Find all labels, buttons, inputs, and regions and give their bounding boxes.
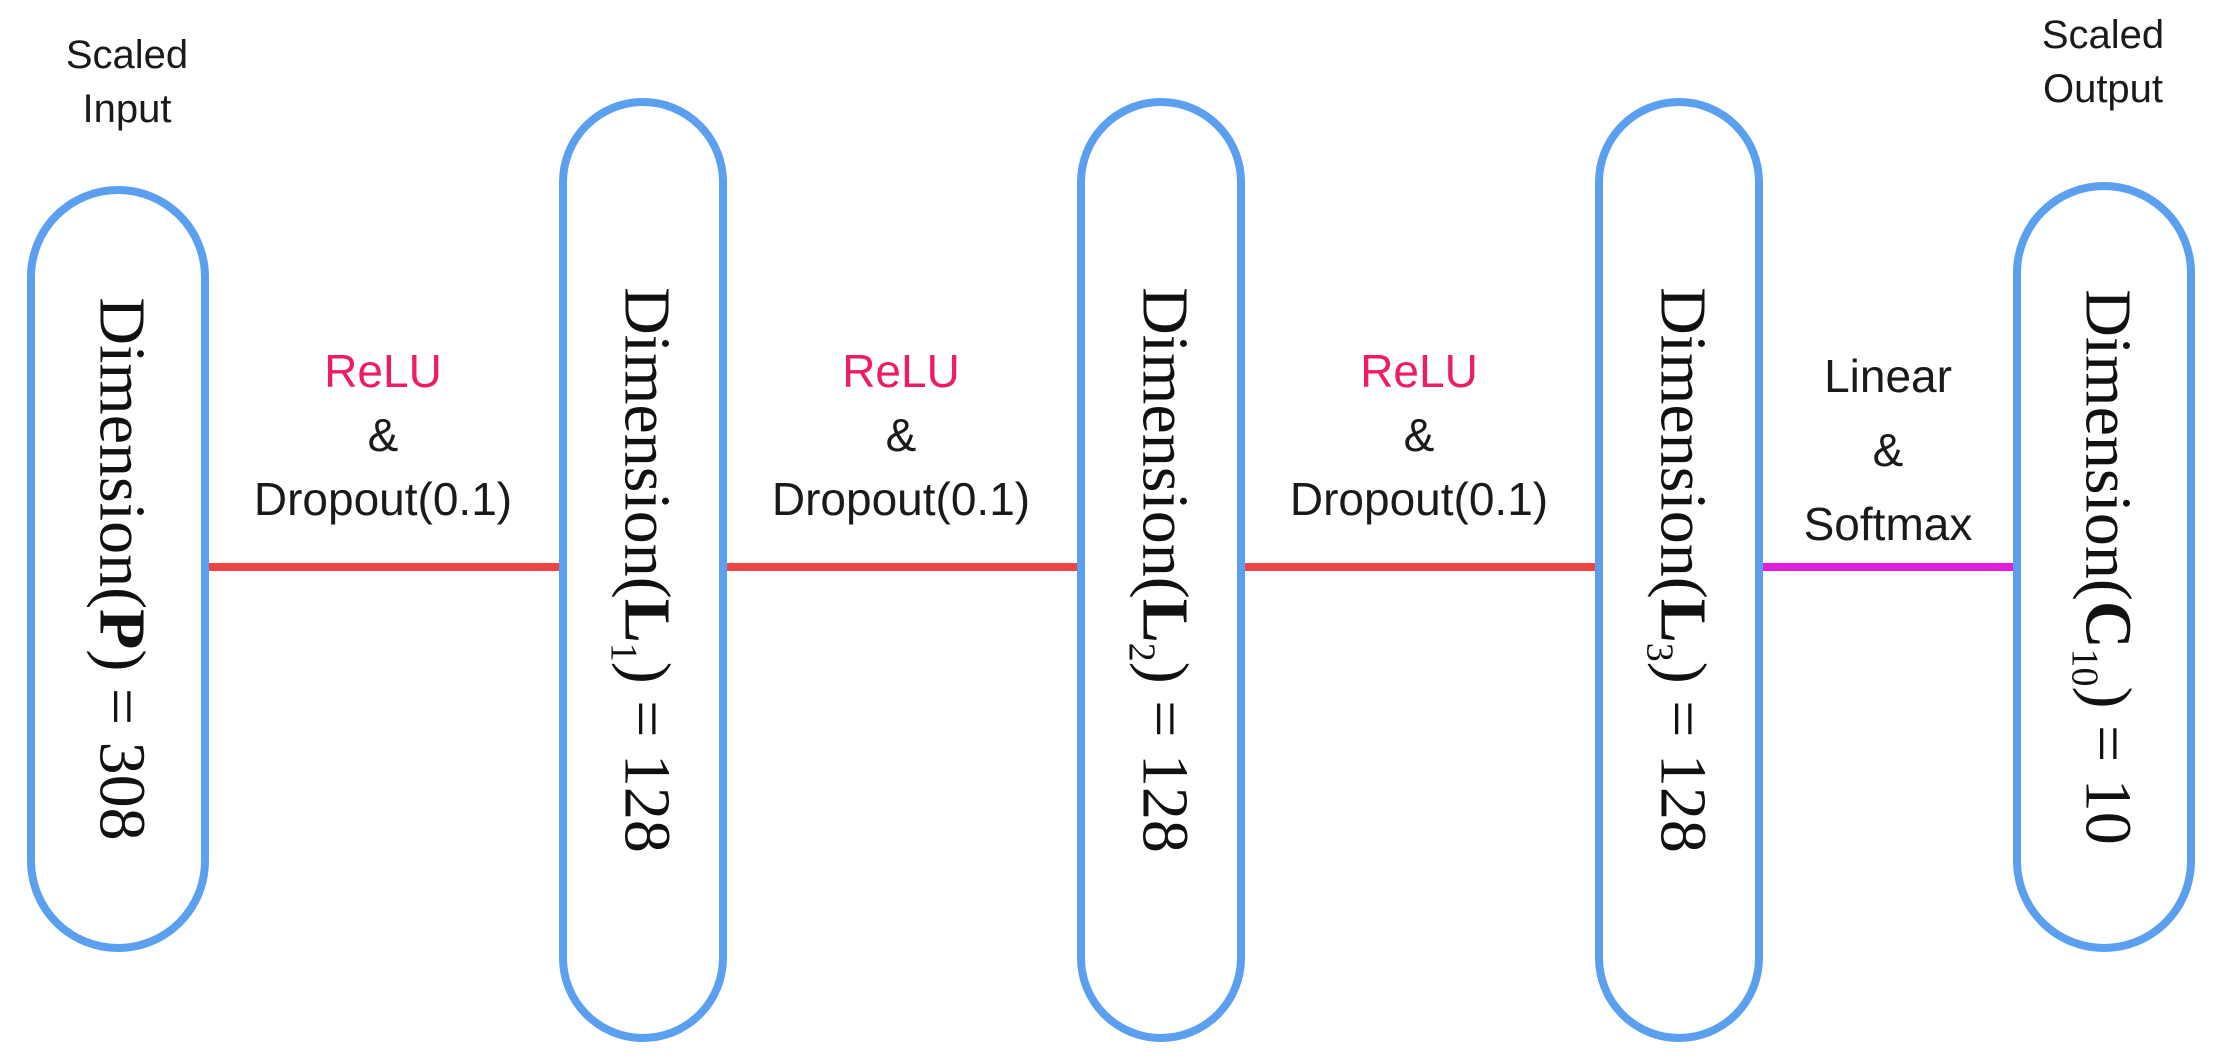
edge-activation-label: ReLU <box>1360 345 1478 397</box>
node-subscript: 3 <box>1638 642 1681 662</box>
edge-input-to-l1 <box>205 563 563 571</box>
edge-connector-label: & <box>367 409 399 461</box>
node-symbol: C <box>2071 600 2145 649</box>
node-subscript: 1 <box>602 642 645 662</box>
output-layer-label: Dimension(C10) = 10 <box>2062 289 2145 845</box>
node-symbol: P <box>85 609 159 650</box>
edge-label-2: ReLU & Dropout(0.1) <box>741 339 1061 531</box>
output-caption-line-1: Scaled <box>2041 13 2165 57</box>
edge-connector-label: & <box>1872 424 1904 476</box>
node-suffix: ) = 128 <box>610 661 684 853</box>
hidden-layer-1-label: Dimension(L1) = 128 <box>601 287 684 853</box>
input-layer-node: Dimension(P) = 308 <box>27 186 209 952</box>
node-prefix: Dimension( <box>1646 287 1720 599</box>
node-suffix: ) = 10 <box>2071 686 2145 845</box>
hidden-layer-3-label: Dimension(L3) = 128 <box>1637 287 1720 853</box>
edge-regularization-label: Softmax <box>1803 498 1973 550</box>
edge-label-1: ReLU & Dropout(0.1) <box>223 339 543 531</box>
hidden-layer-3-node: Dimension(L3) = 128 <box>1595 98 1763 1042</box>
input-caption-line-1: Scaled <box>65 33 189 77</box>
edge-connector-label: & <box>1403 409 1435 461</box>
edge-connector-label: & <box>885 409 917 461</box>
output-layer-node: Dimension(C10) = 10 <box>2013 182 2195 952</box>
input-layer-label: Dimension(P) = 308 <box>76 297 159 840</box>
hidden-layer-2-node: Dimension(L2) = 128 <box>1077 98 1245 1042</box>
input-caption: Scaled Input <box>17 28 237 136</box>
edge-activation-label: Linear <box>1824 350 1952 402</box>
edge-l2-to-l3 <box>1240 563 1598 571</box>
node-symbol: L <box>610 598 684 643</box>
edge-label-4: Linear & Softmax <box>1728 339 2048 561</box>
node-subscript: 10 <box>2063 648 2106 687</box>
node-prefix: Dimension( <box>85 297 159 610</box>
input-caption-line-2: Input <box>82 87 172 131</box>
node-prefix: Dimension( <box>2071 289 2145 601</box>
node-suffix: ) = 308 <box>85 649 159 841</box>
node-prefix: Dimension( <box>1128 287 1202 599</box>
edge-regularization-label: Dropout(0.1) <box>771 473 1031 525</box>
node-suffix: ) = 128 <box>1646 661 1720 853</box>
node-symbol: L <box>1646 598 1720 643</box>
edge-activation-label: ReLU <box>842 345 960 397</box>
node-subscript: 2 <box>1120 642 1163 662</box>
edge-l1-to-l2 <box>722 563 1080 571</box>
edge-label-3: ReLU & Dropout(0.1) <box>1259 339 1579 531</box>
node-suffix: ) = 128 <box>1128 661 1202 853</box>
edge-activation-label: ReLU <box>324 345 442 397</box>
edge-regularization-label: Dropout(0.1) <box>253 473 513 525</box>
hidden-layer-2-label: Dimension(L2) = 128 <box>1119 287 1202 853</box>
edge-regularization-label: Dropout(0.1) <box>1289 473 1549 525</box>
node-prefix: Dimension( <box>610 287 684 599</box>
output-caption: Scaled Output <box>1993 8 2213 116</box>
edge-l3-to-output <box>1759 563 2017 571</box>
output-caption-line-2: Output <box>2042 67 2164 111</box>
node-symbol: L <box>1128 598 1202 643</box>
hidden-layer-1-node: Dimension(L1) = 128 <box>559 98 727 1042</box>
